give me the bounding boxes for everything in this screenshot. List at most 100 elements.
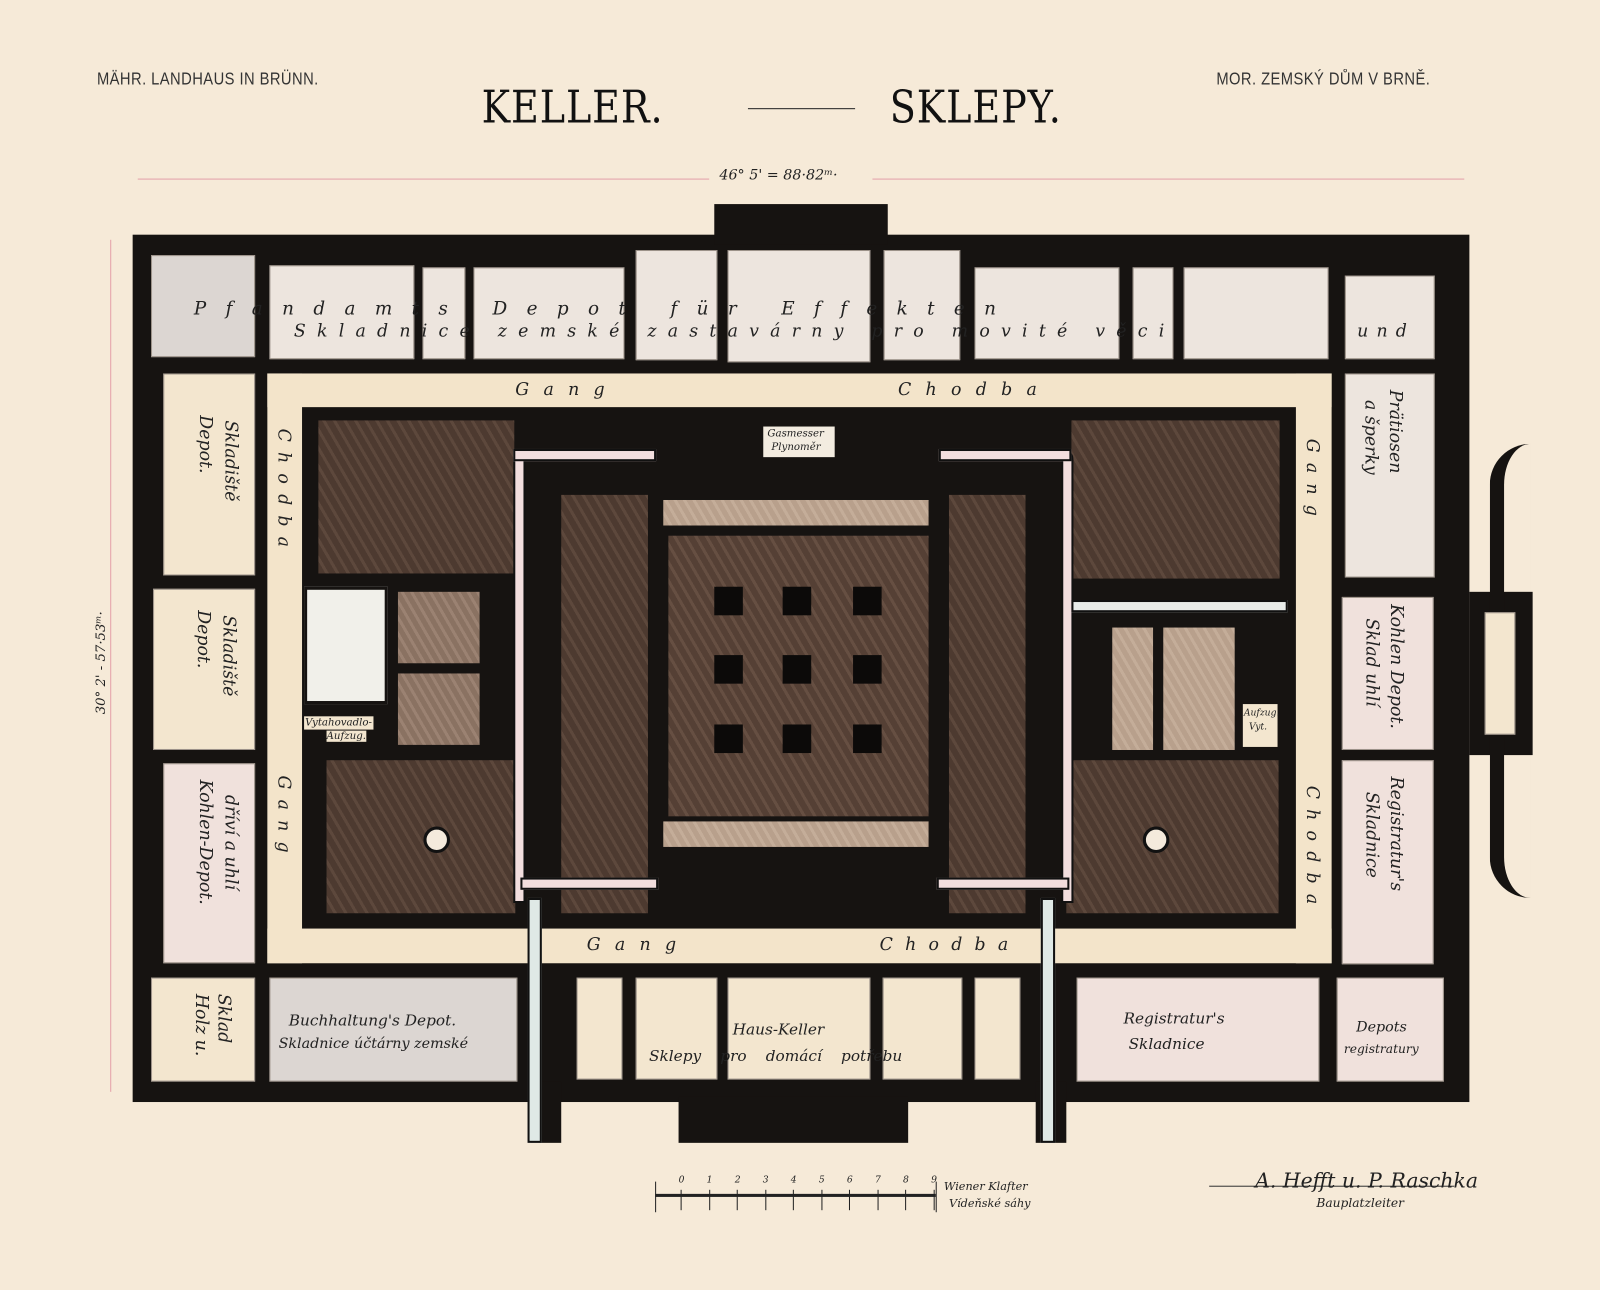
cellar-room-e2 xyxy=(1163,627,1235,750)
room-south-8-label-de: Depots xyxy=(1356,1019,1407,1036)
pipe-north-east xyxy=(938,448,1072,462)
room-south-8-label-cz: registratury xyxy=(1343,1041,1419,1057)
label-gang-west: Gang xyxy=(273,775,294,863)
scale-tick xyxy=(848,1189,850,1211)
column xyxy=(782,724,812,754)
room-top-9 xyxy=(1183,267,1329,360)
scale-tick-label: 3 xyxy=(762,1175,769,1186)
scale-bar-end xyxy=(935,1181,937,1213)
cellar-west-wing xyxy=(561,494,648,914)
label-chodba-north: Chodba xyxy=(897,379,1052,400)
scale-tick xyxy=(792,1189,794,1211)
scale-unit-de: Wiener Klafter xyxy=(943,1179,1028,1193)
room-south-4-label-de: Haus-Keller xyxy=(732,1020,825,1039)
height-dimension-line xyxy=(110,239,112,1092)
dimension-line-left xyxy=(137,178,710,180)
column xyxy=(782,586,812,616)
room-south-1-label-de: Buchhaltung's Depot. xyxy=(288,1011,457,1030)
pipe-south-east xyxy=(936,877,1070,890)
cellar-east-wing xyxy=(948,494,1026,914)
label-top-czech: Skladnice zemské zastavárny pro movité v… xyxy=(293,321,1176,342)
room-south-5 xyxy=(882,977,963,1080)
cellar-room-w1 xyxy=(397,591,480,664)
room-east-1-label-cz: a šperky xyxy=(1360,399,1381,475)
scale-tick xyxy=(905,1189,907,1211)
label-gang-south: Gang xyxy=(586,934,691,956)
cellar-room-e1 xyxy=(1112,627,1154,750)
column xyxy=(714,655,743,684)
label-top-german: Pfandamts Depot für Effekten xyxy=(193,297,1016,320)
room-east-3: Registratur's Skladnice xyxy=(1341,760,1434,965)
room-south-3 xyxy=(635,977,718,1080)
room-south-1-label-cz: Skladnice účtárny zemské xyxy=(278,1035,469,1053)
label-gas-de: Gasmesser xyxy=(767,428,824,440)
signature: A. Hefft u. P. Raschka xyxy=(1255,1168,1479,1193)
room-top-7 xyxy=(974,267,1120,360)
corridor-west xyxy=(267,373,303,964)
signature-underline xyxy=(1209,1185,1455,1187)
room-west-4-label-cz: Sklad xyxy=(213,993,234,1044)
scale-tick xyxy=(764,1189,766,1211)
column xyxy=(782,655,812,684)
pipe-north-west xyxy=(513,448,657,462)
scale-bar xyxy=(655,1193,936,1197)
scale-tick-label: 8 xyxy=(903,1175,909,1186)
cellar-se xyxy=(1066,760,1279,914)
vault-step-north xyxy=(663,499,929,526)
room-west-1-label-cz: Skladiště xyxy=(220,420,241,502)
column xyxy=(853,586,882,616)
room-top-6 xyxy=(883,249,961,361)
pipe-east xyxy=(1061,448,1074,904)
room-east-2: Kohlen Depot. Sklad uhlí xyxy=(1341,596,1434,750)
scale-tick xyxy=(820,1189,822,1211)
room-west-3-label-cz: dříví a uhlí xyxy=(220,794,241,890)
south-projection xyxy=(678,1096,909,1143)
header-left: MÄHR. LANDHAUS IN BRÜNN. xyxy=(96,69,319,89)
scale-tick-label: 4 xyxy=(790,1175,797,1186)
room-west-4-label-de: Holz u. xyxy=(190,993,212,1057)
scale-tick xyxy=(680,1189,682,1211)
pipe-south-west xyxy=(520,877,659,890)
label-gang-north: Gang xyxy=(515,379,619,400)
label-chodba-east: Chodba xyxy=(1302,785,1323,915)
scale-tick-label: 1 xyxy=(706,1175,713,1186)
room-top-corner xyxy=(151,255,256,358)
room-west-3-label-de: Kohlen-Depot. xyxy=(194,779,216,905)
scale-tick-label: 0 xyxy=(678,1175,685,1186)
room-east-1-label-de: Prätiosen xyxy=(1384,389,1406,474)
column xyxy=(853,655,882,684)
height-dimension: 30° 2' - 57·53ᵐ· xyxy=(93,611,110,715)
room-south-1: Buchhaltung's Depot. Skladnice účtárny z… xyxy=(269,977,518,1082)
stair-west xyxy=(304,586,388,705)
label-gas-cz: Plynoměr xyxy=(771,441,821,454)
cellar-room-w2 xyxy=(397,673,480,745)
scale-tick xyxy=(708,1189,710,1211)
column xyxy=(714,586,743,616)
cellar-ne xyxy=(1071,420,1280,579)
well-east xyxy=(1142,826,1170,854)
corridor-east xyxy=(1295,373,1332,964)
scale-bar-start xyxy=(655,1181,657,1213)
scale-unit-cz: Vídeňské sáhy xyxy=(948,1196,1031,1211)
room-west-3: Kohlen-Depot. dříví a uhlí xyxy=(163,763,256,964)
room-south-2 xyxy=(576,977,623,1080)
width-dimension: 46° 5' = 88·82ᵐ· xyxy=(719,167,838,184)
room-south-8: Depots registratury xyxy=(1336,977,1444,1082)
dimension-line-right xyxy=(872,178,1465,180)
room-south-7: Registratur's Skladnice xyxy=(1076,977,1320,1082)
room-top-3 xyxy=(473,267,625,360)
column xyxy=(853,724,882,754)
scale-tick xyxy=(877,1189,879,1211)
signature-subtitle: Bauplatzleiter xyxy=(1316,1195,1405,1211)
scale-tick-label: 2 xyxy=(734,1175,741,1186)
pipe-west xyxy=(513,448,526,904)
ramp-pipe-east xyxy=(1040,897,1056,1143)
scale-tick-label: 6 xyxy=(846,1175,853,1186)
scale-tick-label: 7 xyxy=(874,1175,881,1186)
vault-step-south xyxy=(663,821,929,847)
title-czech: SKLEPY. xyxy=(889,81,1062,134)
ramp-pipe-west xyxy=(527,897,542,1143)
title-german: KELLER. xyxy=(481,81,664,134)
room-west-2: Depot. Skladiště xyxy=(153,588,256,750)
